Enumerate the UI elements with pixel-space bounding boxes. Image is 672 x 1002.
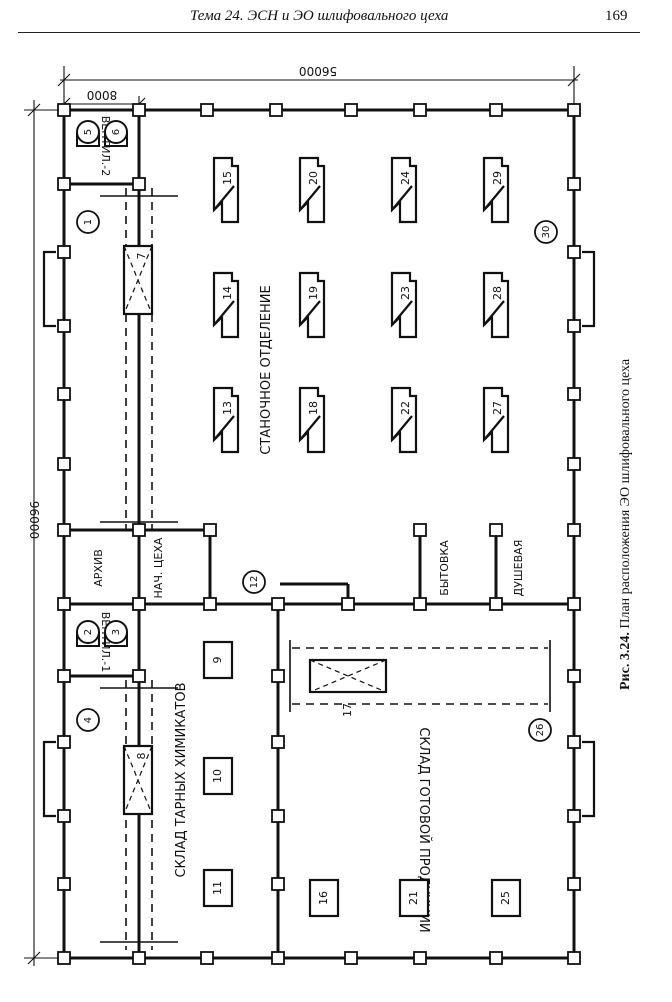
crane: 17: [308, 658, 388, 717]
machine-tool: 14: [212, 271, 240, 339]
fan-number: 5: [83, 129, 94, 135]
fan-number: 6: [111, 129, 122, 135]
machine-tool: 23: [390, 271, 418, 339]
crane-number: 17: [341, 703, 354, 717]
box-number: 16: [317, 891, 330, 905]
machine-tool: 19: [298, 271, 326, 339]
machine-tool: 24: [390, 156, 418, 224]
rail-ticks: [100, 195, 551, 943]
machine-tool: 27: [482, 386, 510, 454]
machine-number: 18: [307, 401, 320, 415]
storage-box: 21: [398, 878, 430, 918]
machine-number: 24: [399, 171, 412, 185]
fan-number: 3: [111, 629, 122, 635]
household-label: БЫТОВКА: [438, 540, 451, 596]
shower-label: ДУШЕВАЯ: [512, 540, 525, 597]
crane: 7: [122, 244, 154, 316]
box-number: 9: [211, 657, 224, 664]
machine-number: 20: [307, 171, 320, 185]
numbered-circle: 30: [534, 220, 558, 244]
page-header: Тема 24. ЭСН и ЭО шлифовального цеха 169: [0, 0, 672, 36]
crane: 8: [122, 744, 154, 816]
box-number: 10: [211, 769, 224, 783]
machine-number: 27: [491, 401, 504, 415]
windows: [42, 250, 596, 818]
caption-text: План расположения ЭО шлифовального цеха: [618, 358, 633, 629]
machine-tool: 20: [298, 156, 326, 224]
head-office-label: НАЧ. ЦЕХА: [152, 537, 165, 598]
machine-number: 29: [491, 171, 504, 185]
machine-tool: 15: [212, 156, 240, 224]
box-number: 25: [499, 891, 512, 905]
bay-dimension: 8000: [87, 88, 118, 102]
fan-icon: 5: [76, 120, 100, 147]
numbered-circle: 12: [242, 570, 266, 594]
machine-number: 22: [399, 401, 412, 415]
machine-room-label: СТАНОЧНОЕ ОТДЕЛЕНИЕ: [259, 285, 274, 454]
machine-tool: 28: [482, 271, 510, 339]
caption-prefix: Рис. 3.24.: [618, 632, 633, 690]
crane-rails: [125, 188, 548, 950]
storage-box: 9: [202, 640, 234, 680]
machine-tool: 29: [482, 156, 510, 224]
fan-icon: 3: [104, 620, 128, 647]
box-number: 21: [407, 891, 420, 905]
circle-number: 4: [83, 717, 94, 723]
machine-number: 28: [491, 286, 504, 300]
box-number: 11: [211, 881, 224, 895]
width-dimension: 56000: [299, 64, 337, 78]
machine-number: 14: [221, 286, 234, 300]
header-rule: [18, 32, 640, 33]
archive-label: АРХИВ: [92, 549, 105, 586]
storage-box: 25: [490, 878, 522, 918]
length-dimension: 96000: [27, 501, 41, 539]
fan-number: 2: [83, 629, 94, 635]
chemicals-storage-label: СКЛАД ТАРНЫХ ХИМИКАТОВ: [174, 682, 189, 877]
numbered-circle: 26: [528, 718, 552, 742]
page-title: Тема 24. ЭСН и ЭО шлифовального цеха: [190, 8, 449, 24]
fan-icon: 2: [76, 620, 100, 647]
crane-number: 8: [135, 753, 148, 760]
crane-number: 7: [135, 253, 148, 260]
numbered-circle: 4: [76, 708, 100, 732]
machine-number: 19: [307, 286, 320, 300]
machine-number: 15: [221, 171, 234, 185]
machine-tool: 22: [390, 386, 418, 454]
page-number: 169: [605, 8, 628, 24]
machine-tool: 13: [212, 386, 240, 454]
storage-box: 10: [202, 756, 234, 796]
numbered-circle: 1: [76, 210, 100, 234]
circle-number: 26: [535, 724, 546, 737]
columns: [57, 103, 581, 965]
machine-tool: 18: [298, 386, 326, 454]
circle-number: 12: [249, 576, 260, 589]
fan-icon: 6: [104, 120, 128, 147]
machine-number: 23: [399, 286, 412, 300]
storage-box: 11: [202, 868, 234, 908]
machine-number: 13: [221, 401, 234, 415]
figure-caption: Рис. 3.24. План расположения ЭО шлифовал…: [618, 359, 634, 690]
circle-number: 30: [541, 226, 552, 239]
storage-box: 16: [308, 878, 340, 918]
circle-number: 1: [83, 219, 94, 225]
